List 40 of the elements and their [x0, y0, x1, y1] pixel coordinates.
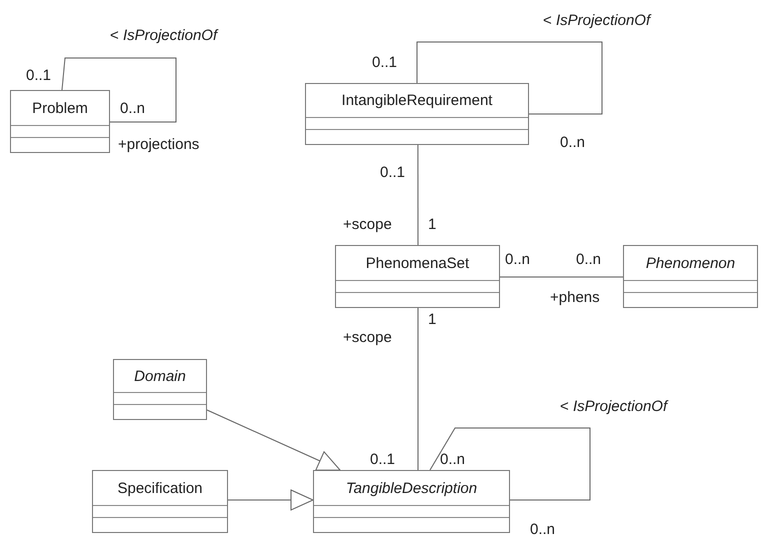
class-name: TangibleDescription [346, 480, 478, 496]
class-name: Phenomenon [646, 254, 736, 272]
edge-label: < IsProjectionOf [110, 27, 218, 45]
multiplicity: 0..n [120, 100, 146, 118]
class-box [623, 245, 758, 308]
class-name: Specification [117, 480, 203, 496]
multiplicity: 0..n [505, 251, 530, 269]
role-name: +scope [343, 216, 392, 234]
multiplicity: 0..1 [380, 164, 406, 182]
role-name: +phens [550, 289, 600, 307]
class-name: IntangibleRequirement [342, 92, 492, 109]
multiplicity: 0..1 [372, 54, 398, 72]
multiplicity: 0..n [560, 134, 586, 152]
multiplicity: 0..1 [370, 451, 396, 469]
class-box [305, 83, 529, 145]
association-line [417, 144, 418, 246]
class-box [10, 90, 110, 153]
generalization-arrow [228, 490, 314, 510]
class-box [313, 470, 510, 533]
association-line [500, 276, 624, 278]
multiplicity: 1 [428, 311, 436, 329]
class-box [113, 359, 207, 420]
class-box [335, 245, 500, 308]
edge-label: < IsProjectionOf [543, 12, 650, 30]
role-name: +projections [118, 136, 200, 154]
class-name: PhenomenaSet [366, 254, 470, 272]
multiplicity: 1 [428, 216, 436, 234]
generalization-arrow [206, 410, 340, 471]
class-name: Problem [32, 100, 88, 116]
class-name: Domain [134, 368, 186, 384]
association-line [416, 42, 602, 114]
association-line [62, 58, 176, 122]
multiplicity: 0..n [440, 451, 466, 469]
multiplicity: 0..1 [26, 67, 52, 85]
role-name: +scope [343, 329, 392, 347]
edge-label: < IsProjectionOf [560, 398, 668, 416]
association-line [430, 428, 590, 500]
multiplicity: 0..n [530, 521, 556, 539]
multiplicity: 0..n [576, 251, 602, 269]
class-box [92, 470, 228, 533]
